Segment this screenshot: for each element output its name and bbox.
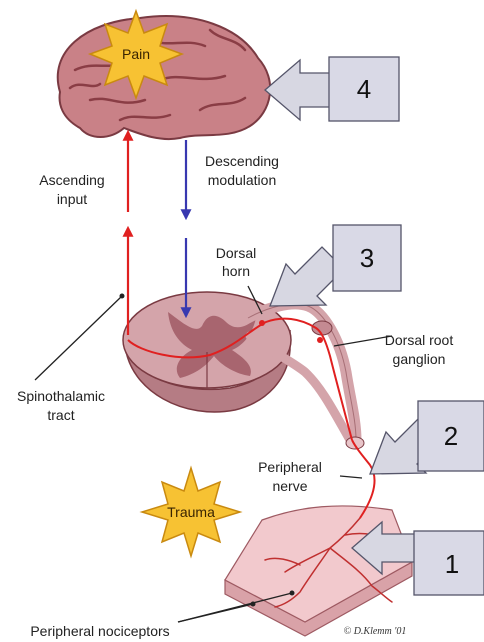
- peripheral-nociceptors-label: Peripheral nociceptors: [30, 623, 169, 639]
- ascending-label-line2: input: [57, 191, 87, 207]
- dorsal-root-ganglion-label-line2: ganglion: [393, 351, 446, 367]
- nociceptors-leader-2: [178, 604, 253, 622]
- peripheral-nerve-label-line2: nerve: [272, 478, 307, 494]
- spinal-cord-section: [123, 292, 364, 449]
- dorsal-horn-label-line1: Dorsal: [216, 245, 256, 261]
- pain-label: Pain: [122, 46, 150, 62]
- peripheral-nerve-label-line1: Peripheral: [258, 459, 322, 475]
- spinothalamic-leader-dot: [120, 294, 125, 299]
- dorsal-root-ganglion-label-line1: Dorsal root: [385, 332, 454, 348]
- trauma-label: Trauma: [167, 504, 215, 520]
- callout-2: 2: [370, 401, 484, 474]
- skin-patch: [225, 506, 412, 636]
- callout-1-number: 1: [445, 549, 459, 579]
- ganglion-cell: [317, 337, 323, 343]
- callout-3-number: 3: [360, 243, 374, 273]
- callout-3: 3: [270, 225, 401, 306]
- spinal-nerve-cut: [346, 437, 364, 449]
- descending-label-line1: Descending: [205, 153, 279, 169]
- dorsal-horn-label-line2: horn: [222, 263, 250, 279]
- descending-label-line2: modulation: [208, 172, 277, 188]
- spinothalamic-label-line2: tract: [47, 407, 74, 423]
- dorsal-horn-synapse: [259, 320, 265, 326]
- callout-2-number: 2: [444, 421, 458, 451]
- nociceptors-leader-dot-2: [251, 602, 256, 607]
- trauma-starburst: Trauma: [142, 468, 240, 556]
- ganglion-leader: [334, 336, 392, 346]
- nociceptors-leader-dot-1: [290, 591, 295, 596]
- callout-4: 4: [265, 57, 399, 121]
- spinothalamic-label-line1: Spinothalamic: [17, 388, 105, 404]
- peripheral-nerve-leader: [340, 476, 362, 478]
- spinothalamic-leader: [35, 296, 122, 380]
- callout-4-number: 4: [357, 74, 371, 104]
- ascending-label-line1: Ascending: [39, 172, 104, 188]
- callout-4-arrow: [265, 60, 338, 120]
- credit-label: © D.Klemm '01: [344, 626, 407, 637]
